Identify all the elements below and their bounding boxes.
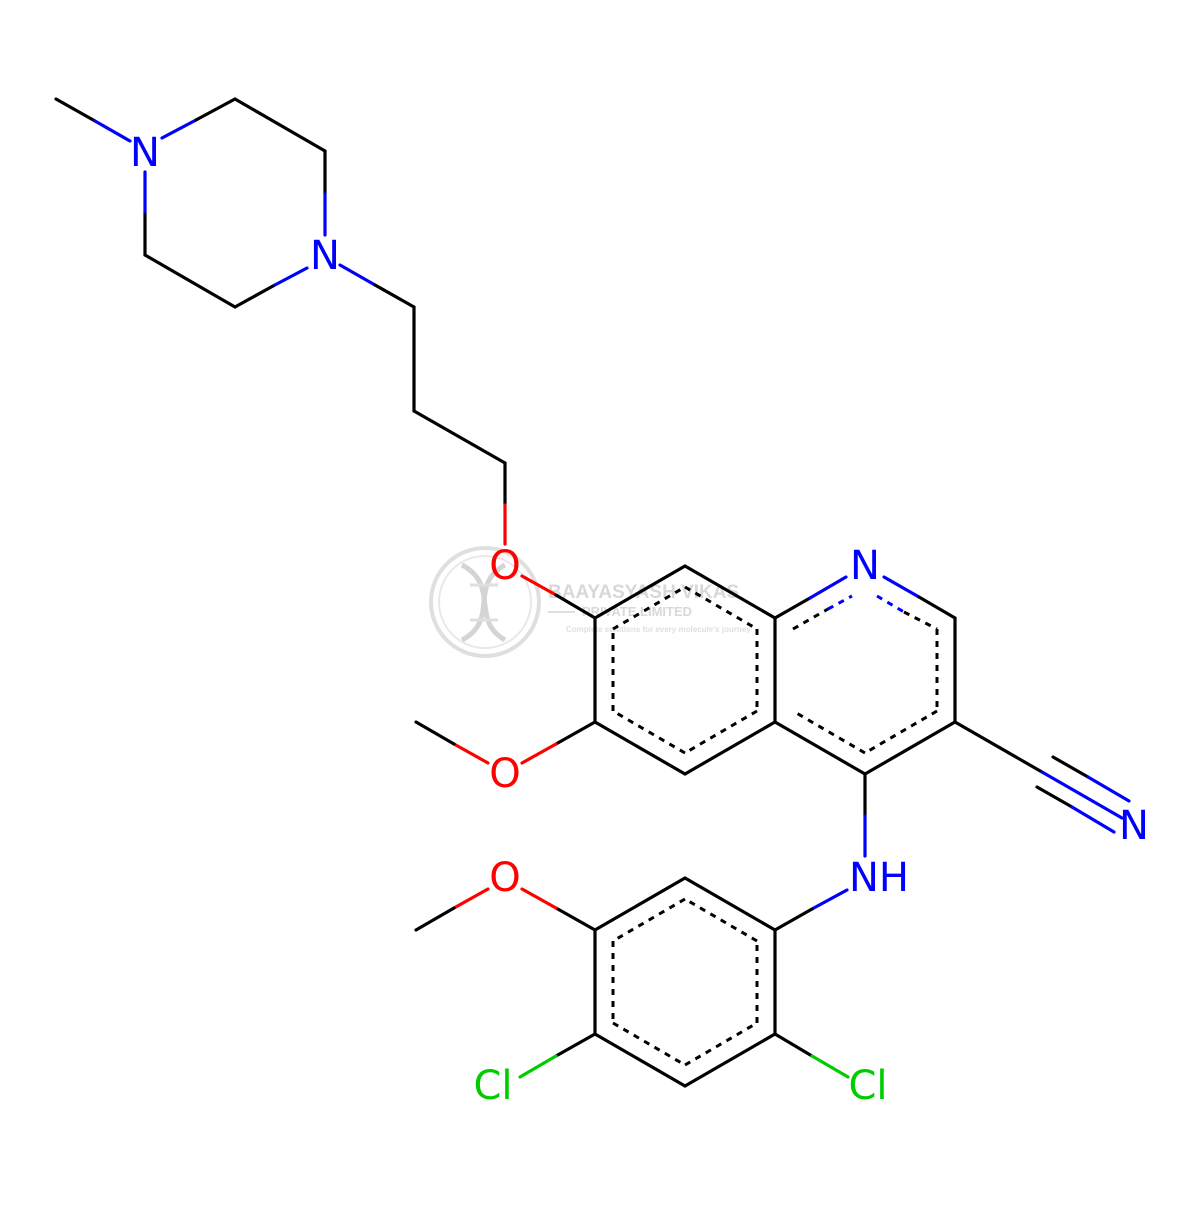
bond: [953, 720, 1044, 774]
atom-n-propyl: N: [310, 233, 340, 279]
bond: [520, 887, 558, 910]
dna-logo-icon: [429, 546, 541, 658]
bond: [93, 119, 132, 143]
aromatic-bond: [827, 594, 853, 611]
aromatic-bond: [612, 897, 686, 943]
bond: [773, 596, 812, 620]
aromatic-bond: [612, 1021, 686, 1067]
bond: [593, 720, 687, 776]
bond: [917, 595, 957, 620]
bond: [810, 1054, 850, 1079]
bond: [554, 906, 597, 932]
bond: [520, 574, 558, 597]
aromatic-bond: [612, 585, 686, 631]
bond: [520, 742, 558, 765]
bond: [593, 564, 687, 620]
atom-cl-left: Cl: [473, 1063, 512, 1109]
aromatic-bond: [684, 1021, 758, 1067]
bond: [554, 720, 597, 746]
watermark-tagline: Complete solutions for every molecule's …: [566, 625, 751, 634]
bond: [233, 97, 327, 153]
bond: [338, 263, 377, 287]
aromatic-bond: [612, 709, 686, 755]
bond: [773, 1032, 814, 1058]
bond: [554, 1032, 597, 1058]
atom-n-nitrile: N: [1119, 803, 1149, 849]
bond: [233, 284, 275, 309]
atom-nh: NH: [849, 855, 909, 901]
watermark-sub: PRIVATE LIMITED: [582, 604, 692, 619]
bond: [452, 742, 490, 765]
atom-o-methoxy-quinoline: O: [489, 751, 520, 797]
watermark-name: BAAYASYASH VIKAS: [548, 582, 739, 603]
bond: [882, 575, 921, 599]
aromatic-bond: [684, 585, 758, 631]
aromatic-bond: [684, 709, 758, 755]
bond: [414, 906, 456, 932]
aromatic-bond: [864, 709, 938, 755]
watermark: BAAYASYASH VIKAS PRIVATE LIMITED Complet…: [429, 546, 751, 658]
bond: [810, 888, 849, 911]
atom-n-quinoline: N: [850, 543, 880, 589]
bond: [194, 97, 237, 122]
bond: [808, 575, 848, 600]
bond: [1035, 785, 1074, 809]
atom-o-methoxy-aryl: O: [489, 855, 520, 901]
bond: [414, 720, 456, 746]
bond: [683, 1032, 777, 1088]
bond: [593, 1032, 687, 1088]
bond: [452, 887, 490, 910]
bond: [373, 283, 416, 309]
bonds: [54, 97, 1131, 1088]
bond: [518, 1054, 558, 1079]
aromatic-bond: [792, 709, 866, 755]
bond: [1040, 770, 1124, 820]
aromatic-bond: [876, 594, 905, 614]
bond: [683, 720, 777, 776]
bond: [863, 720, 957, 776]
bond: [160, 118, 198, 140]
bond: [412, 409, 507, 465]
bond: [143, 253, 237, 309]
bond: [773, 907, 814, 932]
atom-labels: N N O N O N NH O Cl Cl: [130, 130, 1149, 1109]
aromatic-bond: [903, 610, 938, 631]
atom-cl-right: Cl: [848, 1063, 887, 1109]
aromatic-bond: [792, 607, 829, 631]
bond: [593, 876, 687, 932]
atom-n-methyl: N: [130, 130, 160, 176]
bond: [1070, 805, 1116, 834]
atom-o-ether: O: [489, 543, 520, 589]
aromatic-bond: [684, 897, 758, 943]
aromatic-bonds: [611, 585, 939, 1067]
bond: [683, 876, 777, 932]
bond: [1086, 775, 1131, 803]
bond: [1051, 755, 1090, 779]
bond: [54, 97, 97, 123]
bond: [554, 593, 597, 620]
bond: [773, 720, 867, 776]
bond: [683, 564, 777, 620]
bond: [271, 266, 309, 288]
